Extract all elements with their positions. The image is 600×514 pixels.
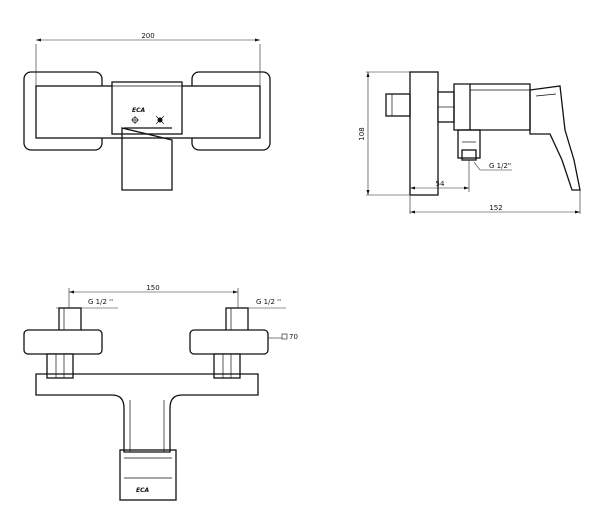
bottom-spout bbox=[119, 449, 177, 501]
side-wall-flange bbox=[409, 71, 439, 196]
bottom-right-flange bbox=[189, 329, 269, 355]
bottom-thread-left-label: G 1/2 '' bbox=[88, 298, 113, 306]
bottom-thread-right-label: G 1/2 '' bbox=[256, 298, 281, 306]
side-thread-label: G 1/2" bbox=[489, 162, 511, 170]
hot-indicator-icon bbox=[155, 115, 165, 125]
bottom-view: 150 G 1/2 '' G 1/2 '' 70 bbox=[23, 284, 298, 501]
cold-indicator-icon bbox=[131, 116, 139, 124]
handle-base bbox=[111, 81, 183, 135]
side-depth-label: 152 bbox=[489, 204, 502, 212]
lever-handle bbox=[121, 127, 173, 191]
bottom-mixer-body bbox=[35, 373, 259, 453]
side-height-label: 108 bbox=[358, 127, 366, 140]
side-view: 108 54 G 1/2" 152 bbox=[358, 71, 581, 214]
bottom-spacing-label: 150 bbox=[146, 284, 159, 292]
bottom-left-flange bbox=[23, 329, 103, 355]
front-width-label: 200 bbox=[141, 32, 154, 40]
side-inlet-stub bbox=[385, 93, 411, 117]
side-mixer-body bbox=[453, 83, 531, 131]
brand-logo: ECA bbox=[132, 107, 146, 114]
front-view: 200 ECA bbox=[23, 32, 271, 191]
bottom-square-label: 70 bbox=[289, 333, 298, 341]
square-symbol-icon bbox=[281, 333, 288, 340]
bottom-brand-logo: ECA bbox=[136, 487, 150, 494]
side-lever bbox=[529, 85, 581, 191]
side-connection-label: 54 bbox=[436, 180, 445, 188]
side-outlet bbox=[457, 129, 481, 159]
